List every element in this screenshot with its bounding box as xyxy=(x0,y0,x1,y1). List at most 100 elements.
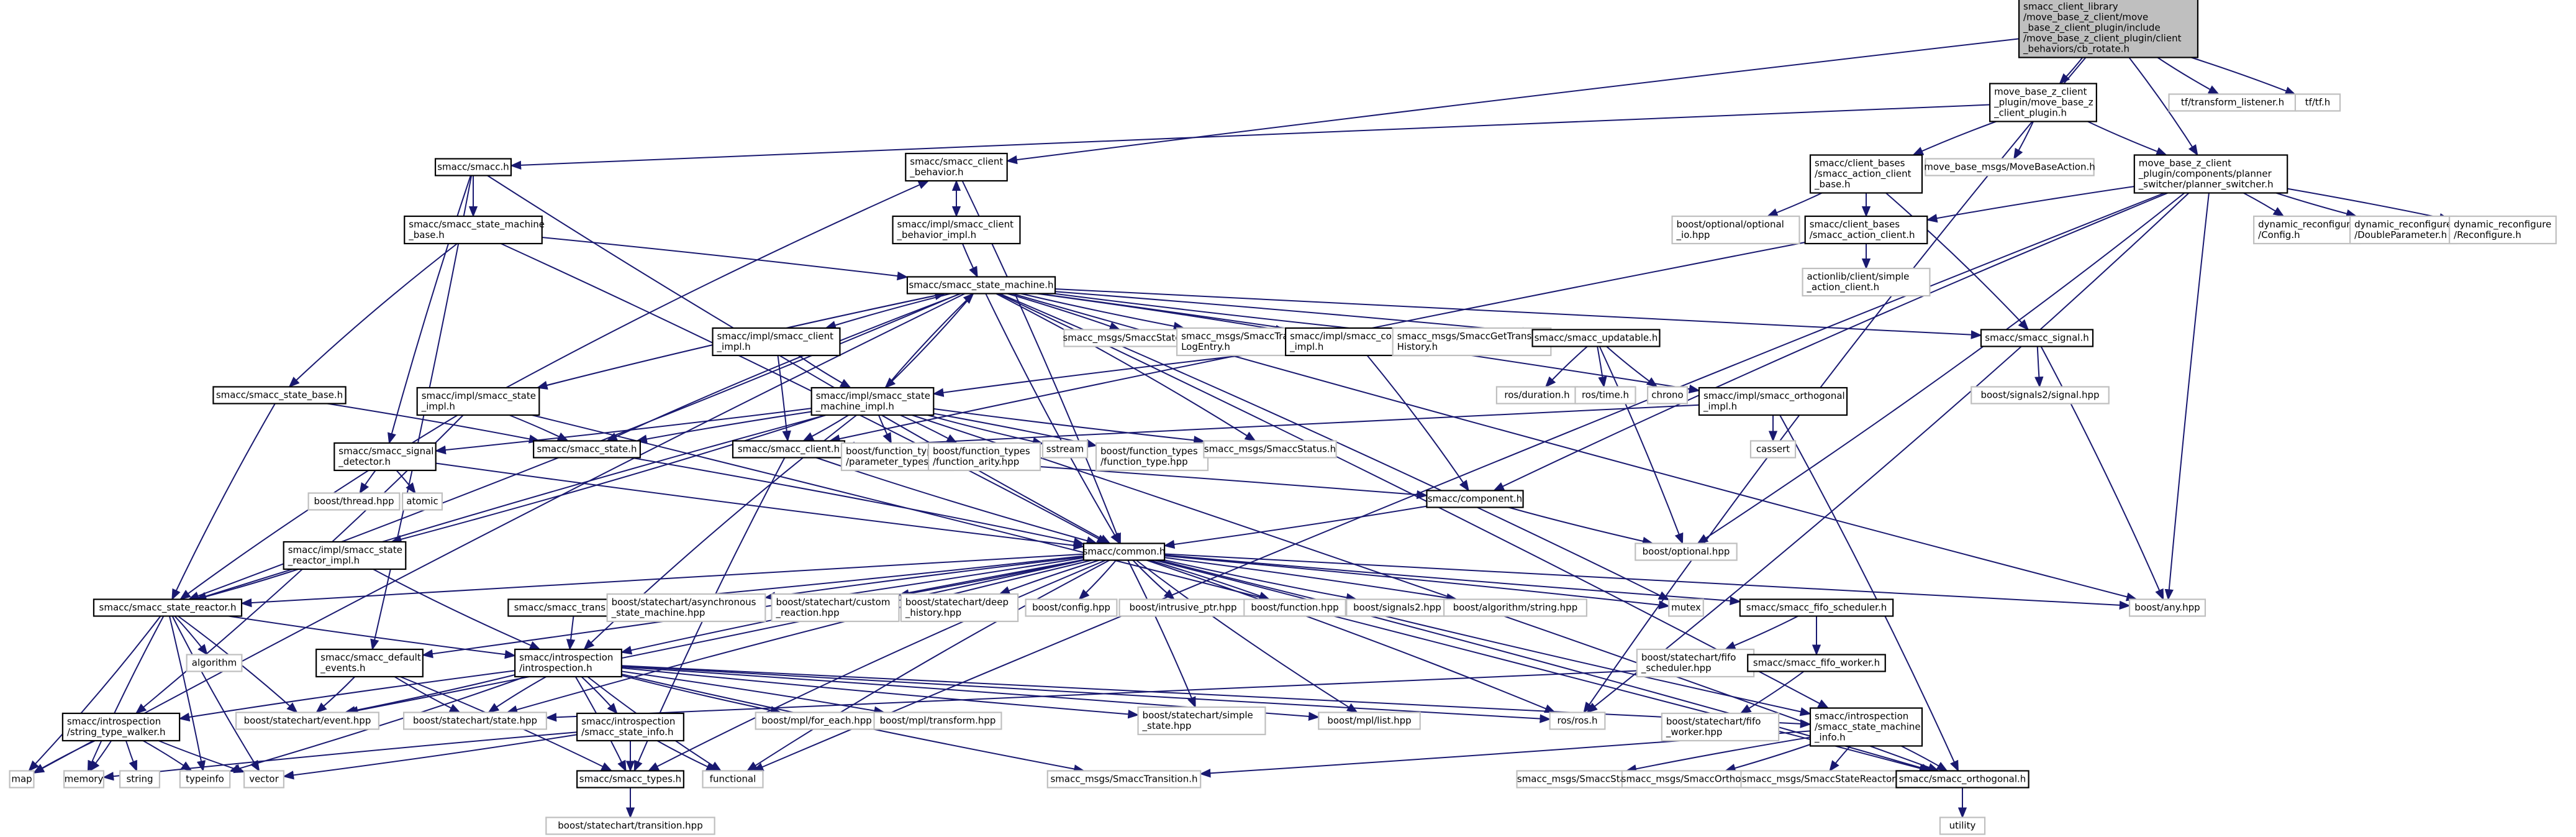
node-orthogonal[interactable]: smacc/smacc_orthogonal.h xyxy=(1895,770,2030,789)
node-box[interactable] xyxy=(93,598,243,617)
edge-sm-impl-to-client-h xyxy=(802,414,849,442)
node-box[interactable] xyxy=(315,648,424,678)
node-reactor-impl[interactable]: smacc/impl/smacc_state_reactor_impl.h xyxy=(283,541,407,570)
node-box[interactable] xyxy=(1747,654,1886,672)
node-default-events[interactable]: smacc/smacc_default_events.h xyxy=(315,648,424,678)
dependency-edges xyxy=(28,38,2451,819)
node-box[interactable] xyxy=(905,152,1008,182)
node-box xyxy=(1939,816,1986,835)
node-box[interactable] xyxy=(533,440,641,459)
node-box[interactable] xyxy=(1809,154,1923,194)
node-box[interactable] xyxy=(283,541,407,570)
node-label-line: _plugin/components/planner xyxy=(2138,168,2272,180)
node-box[interactable] xyxy=(404,215,543,245)
node-custom-reaction: boost/statechart/custom_reaction.hpp xyxy=(771,593,900,623)
node-box[interactable] xyxy=(416,386,540,416)
node-label-line: /function_arity.hpp xyxy=(933,456,1019,468)
node-state-h[interactable]: smacc/smacc_state.h xyxy=(533,440,641,459)
node-fifo-worker[interactable]: smacc/smacc_fifo_worker.h xyxy=(1747,654,1886,672)
node-cb-impl[interactable]: smacc/impl/smacc_client_behavior_impl.h xyxy=(892,215,1021,245)
node-box[interactable] xyxy=(576,770,684,789)
node-label-line: memory xyxy=(65,774,104,785)
node-label-line: smacc_msgs/SmaccStatus.h xyxy=(1204,444,1336,455)
edge-reactor-to-algorithm xyxy=(174,615,208,656)
node-box xyxy=(1647,386,1689,405)
node-common[interactable]: smacc/common.h xyxy=(1082,542,1166,561)
node-component[interactable]: smacc/component.h xyxy=(1426,490,1524,508)
node-action-client[interactable]: smacc/client_bases/smacc_action_client.h xyxy=(1804,215,1928,245)
node-for-each: boost/mpl/for_each.hpp xyxy=(755,711,879,730)
node-state-info[interactable]: smacc/introspection/smacc_state_info.h xyxy=(576,712,684,742)
node-box[interactable] xyxy=(1804,215,1928,245)
node-box[interactable] xyxy=(1989,83,2097,122)
edge-client-impl-to-client-h xyxy=(777,355,791,442)
node-box[interactable] xyxy=(906,276,1056,295)
node-label-line: smacc/impl/smacc_state xyxy=(816,390,930,402)
node-sm-h[interactable]: smacc/smacc_state_machine.h xyxy=(906,276,1056,295)
node-label-line: boost/function_types xyxy=(1100,446,1198,457)
node-smacc[interactable]: smacc/smacc.h xyxy=(434,158,512,176)
node-label-line: smacc/smacc_client xyxy=(910,156,1003,168)
node-movebaseaction: move_base_msgs/MoveBaseAction.h xyxy=(1924,158,2095,176)
node-box[interactable] xyxy=(514,648,622,678)
edge-walker-to-string xyxy=(125,740,138,772)
node-box[interactable] xyxy=(1698,386,1848,416)
node-walker[interactable]: smacc/introspection/string_type_walker.h xyxy=(61,712,181,742)
node-cb-h[interactable]: smacc/smacc_client_behavior.h xyxy=(905,152,1008,182)
node-types[interactable]: smacc/smacc_types.h xyxy=(576,770,684,789)
edge-sm-impl-to-sstream xyxy=(927,414,1044,446)
node-plugin[interactable]: move_base_z_client_plugin/move_base_z_cl… xyxy=(1989,83,2097,122)
node-client-impl[interactable]: smacc/impl/smacc_client_impl.h xyxy=(712,327,841,357)
node-box[interactable] xyxy=(1980,329,2094,347)
node-label-line: /smacc_action_client.h xyxy=(1810,229,1915,241)
node-label-line: History.h xyxy=(1397,341,1438,352)
node-box[interactable] xyxy=(2133,154,2288,194)
edge-updatable-to-optional xyxy=(1599,346,1684,545)
node-box[interactable] xyxy=(333,442,437,472)
node-deep-history: boost/statechart/deep_history.hpp xyxy=(900,593,1019,623)
node-box xyxy=(1671,215,1800,245)
node-introspection[interactable]: smacc/introspection/introspection.h xyxy=(514,648,622,678)
node-box[interactable] xyxy=(712,327,841,357)
node-label-line: _worker.hpp xyxy=(1666,726,1723,738)
node-label-line: smacc/smacc_state_machine.h xyxy=(909,280,1053,291)
node-box[interactable] xyxy=(1895,770,2030,789)
node-label-line: boost/any.hpp xyxy=(2134,602,2200,613)
node-planner[interactable]: move_base_z_client_plugin/components/pla… xyxy=(2133,154,2288,194)
node-updatable[interactable]: smacc/smacc_updatable.h xyxy=(1531,329,1661,347)
node-sm-info[interactable]: smacc/introspection/smacc_state_machine_… xyxy=(1809,707,1923,747)
node-label-line: /move_base_z_client/move xyxy=(2023,12,2148,24)
node-box[interactable] xyxy=(1809,707,1923,747)
node-box[interactable] xyxy=(1739,598,1894,617)
node-box[interactable] xyxy=(892,215,1021,245)
node-box[interactable] xyxy=(1426,490,1524,508)
node-state-base[interactable]: smacc/smacc_state_base.h xyxy=(212,386,347,405)
node-sm-base[interactable]: smacc/smacc_state_machine_base.h xyxy=(404,215,545,245)
node-state-impl[interactable]: smacc/impl/smacc_state_impl.h xyxy=(416,386,540,416)
node-signal[interactable]: smacc/smacc_signal.h xyxy=(1980,329,2094,347)
node-dr-double: dynamic_reconfigure/DoubleParameter.h xyxy=(2349,215,2457,245)
node-box[interactable] xyxy=(212,386,347,405)
node-label-line: _events.h xyxy=(320,662,365,674)
node-fifo-sched[interactable]: smacc/smacc_fifo_scheduler.h xyxy=(1739,598,1894,617)
node-signal-detector[interactable]: smacc/smacc_signal_detector.h xyxy=(333,442,437,472)
node-client-h[interactable]: smacc/smacc_client.h xyxy=(732,440,846,459)
node-label-line: smacc/smacc_fifo_worker.h xyxy=(1753,657,1880,669)
node-box[interactable] xyxy=(576,712,684,742)
node-action-base[interactable]: smacc/client_bases/smacc_action_client_b… xyxy=(1809,154,1923,194)
node-box[interactable] xyxy=(434,158,512,176)
node-label-line: _history.hpp xyxy=(905,607,961,619)
node-label-line: boost/statechart/asynchronous xyxy=(612,597,756,608)
node-orth-impl[interactable]: smacc/impl/smacc_orthogonal_impl.h xyxy=(1698,386,1848,416)
node-box[interactable] xyxy=(61,712,181,742)
node-sstream: sstream xyxy=(1041,440,1089,459)
node-box[interactable] xyxy=(1082,542,1166,561)
edge-action-base-to-optional-io xyxy=(1766,192,1823,217)
node-reactor[interactable]: smacc/smacc_state_reactor.h xyxy=(93,598,243,617)
node-box[interactable] xyxy=(810,386,935,416)
node-box[interactable] xyxy=(732,440,846,459)
node-label-line: boost/algorithm/string.hpp xyxy=(1453,602,1577,613)
edge-signal-detector-to-atomic xyxy=(396,470,416,494)
node-sm-impl[interactable]: smacc/impl/smacc_state_machine_impl.h xyxy=(810,386,935,416)
node-box[interactable] xyxy=(1531,329,1661,347)
